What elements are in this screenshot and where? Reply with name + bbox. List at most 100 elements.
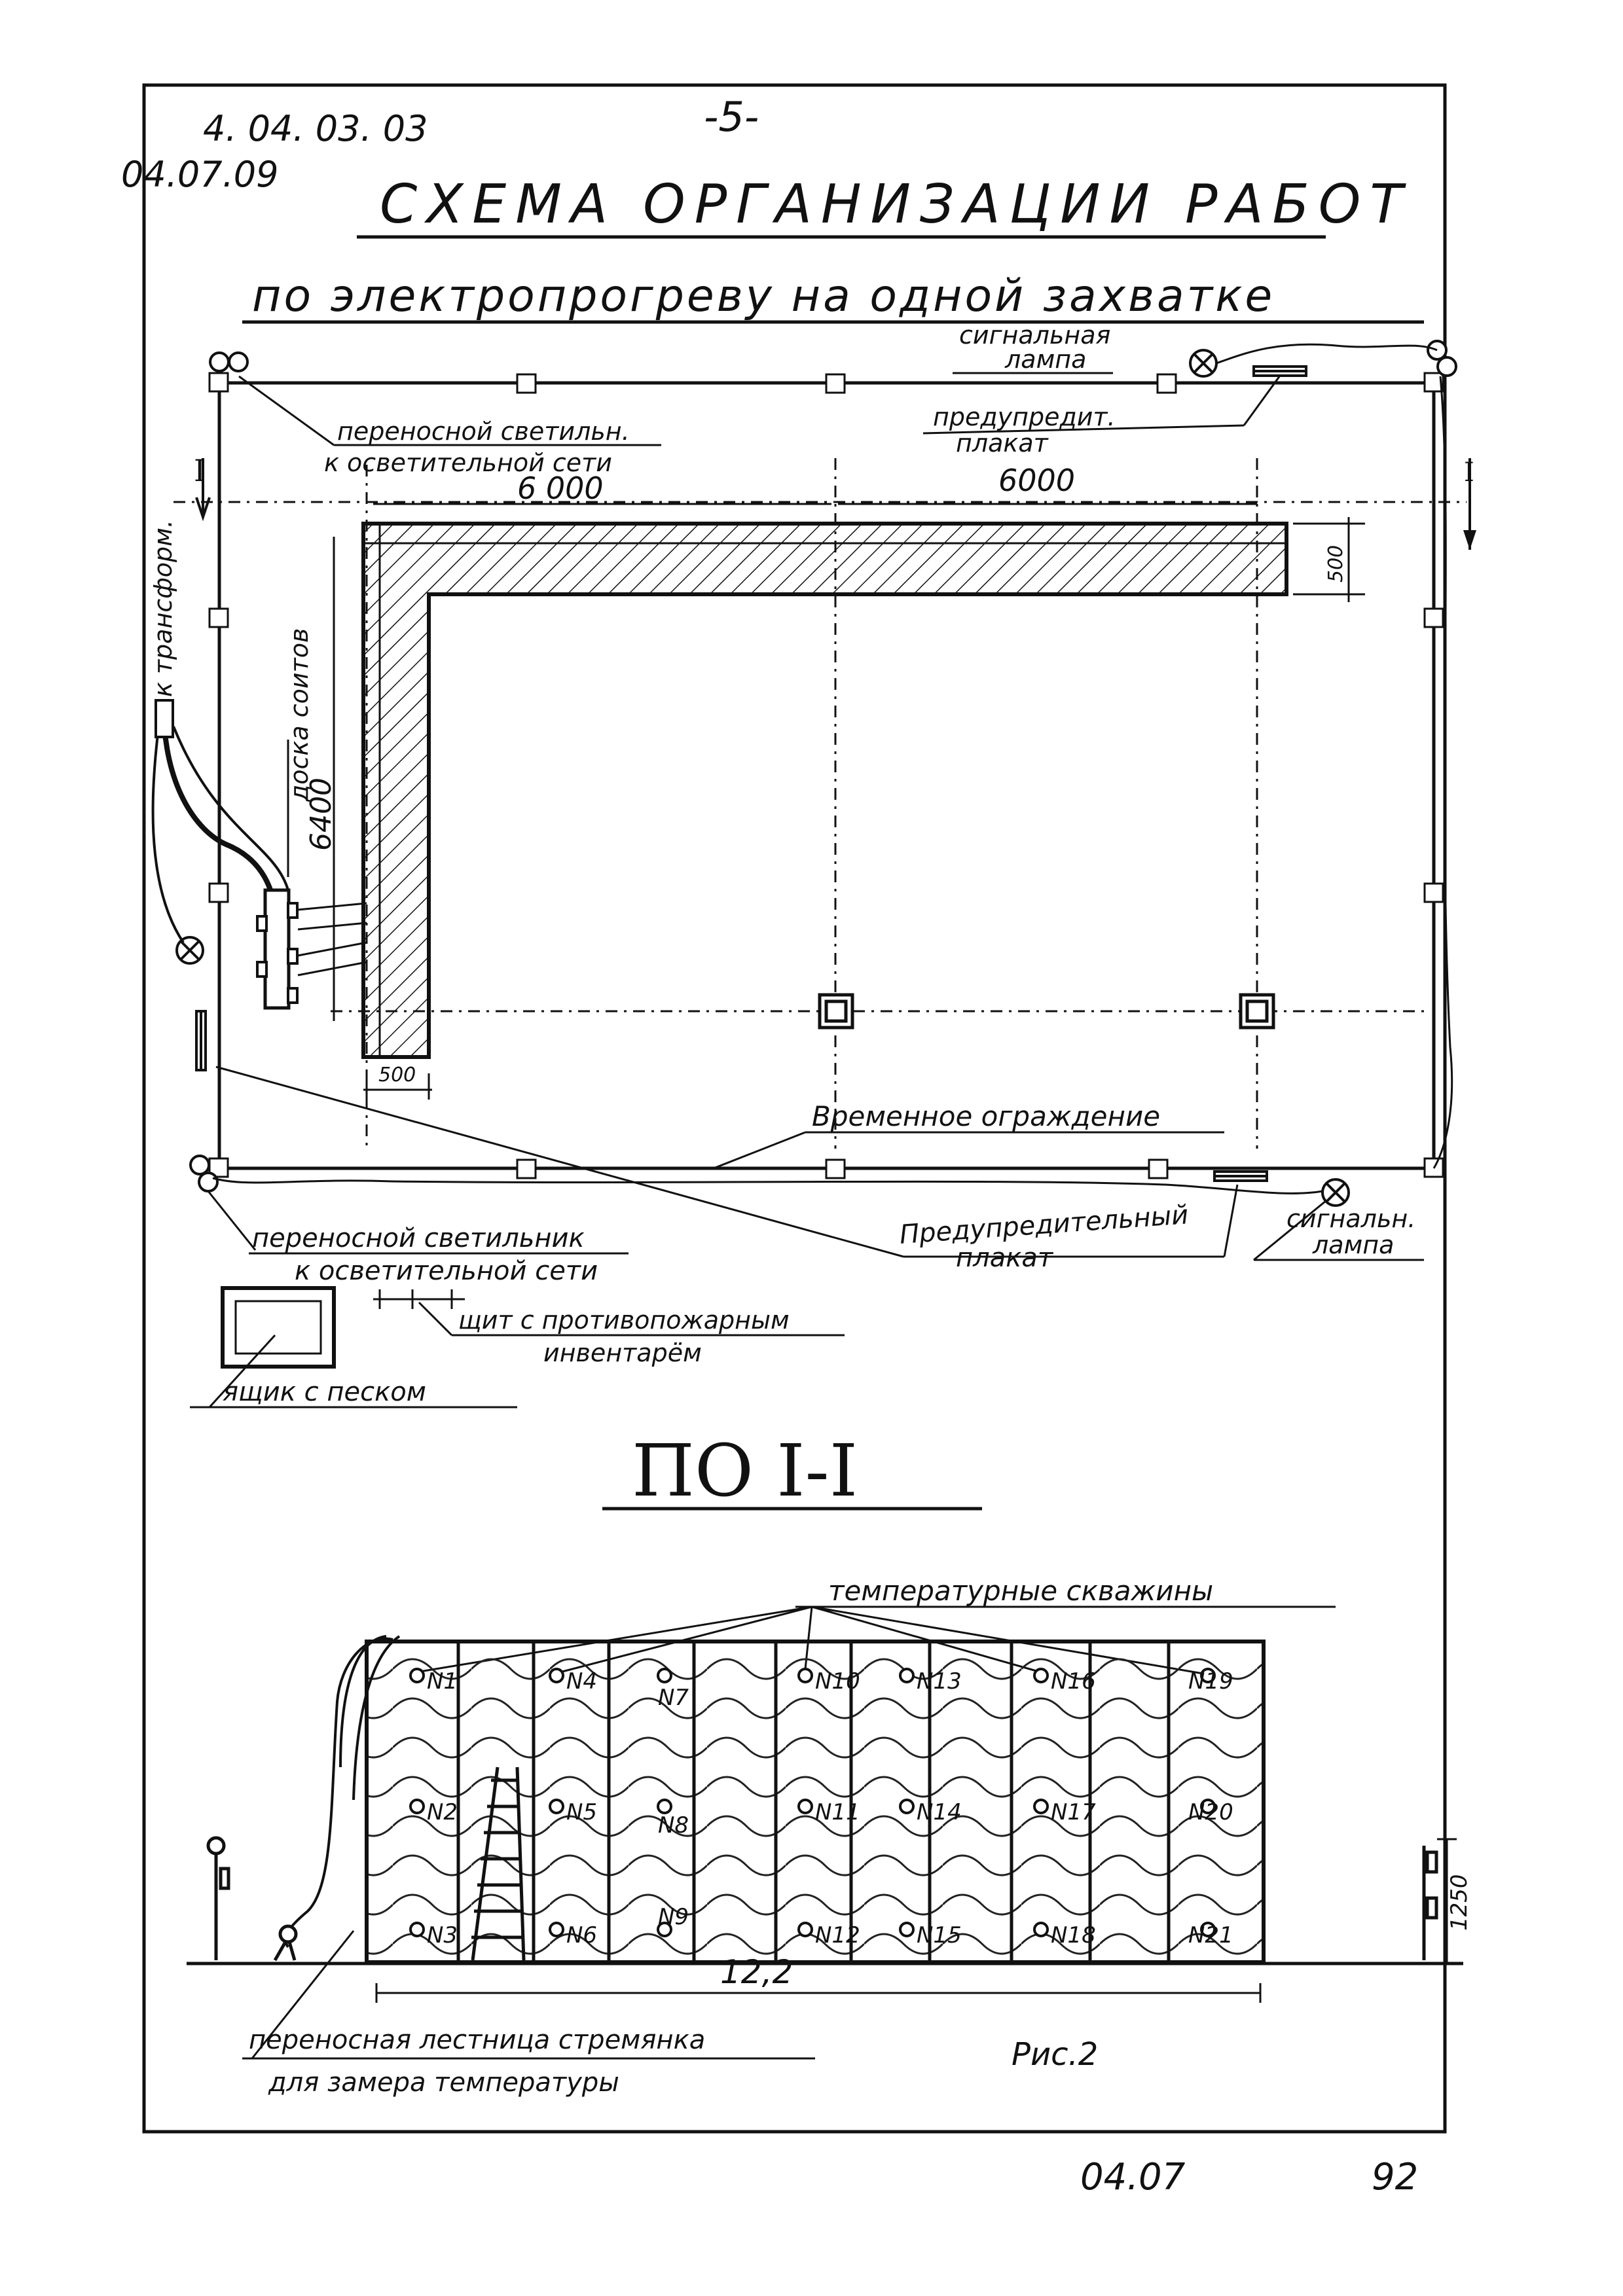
transformer-cable-2 — [151, 713, 289, 944]
footer-page-number: 92 — [1372, 2156, 1418, 2198]
well-label: N19 — [1188, 1668, 1233, 1695]
well-label: N17 — [1051, 1799, 1096, 1825]
well-label: N9 — [658, 1904, 689, 1930]
label-warning-sign-bottom-2: плакат — [956, 1243, 1054, 1273]
label-fire-shield-1: щит с противопожарным — [458, 1306, 790, 1335]
section-cables — [284, 1635, 401, 1948]
well-label: N14 — [917, 1799, 962, 1825]
leader-warning-sign-top — [922, 424, 1245, 435]
well-label: N21 — [1188, 1922, 1233, 1948]
label-portable-lamp-bottom-1: переносной светильник — [252, 1223, 585, 1253]
well-label: N5 — [566, 1799, 597, 1825]
leader-warning-sign-bottom-3 — [1223, 1184, 1239, 1257]
wall-section-inner — [363, 524, 1286, 1057]
leader-portable-lamp-top-2 — [238, 375, 335, 446]
well-labels: N1 N2 N3 N4 N5 N6 N7 N8 N9 N10 N11 N12 N… — [427, 1668, 1233, 1948]
label-sand-box: ящик с песком — [223, 1377, 426, 1407]
footer-code: 04.07 — [1080, 2156, 1186, 2198]
temperature-wells — [409, 1668, 1216, 1937]
dimension-label-wall-top: 500 — [1324, 545, 1347, 583]
distribution-board-terminals — [256, 902, 299, 1004]
label-signal-lamp-bottom-2: лампа — [1312, 1230, 1394, 1259]
label-ladder-1: переносная лестница стремянка — [249, 2025, 705, 2055]
label-transformer: к трансформ. — [149, 520, 177, 697]
warning-sign-icon — [195, 365, 1307, 1182]
site-plan: 6 000 6000 6400 500 500 I I к трансформ.… — [149, 321, 1476, 1408]
panel-joints — [456, 1641, 1171, 1962]
label-signal-lamp-bottom-1: сигнальн. — [1286, 1204, 1415, 1233]
well-label: N4 — [566, 1668, 597, 1695]
leader-warning-sign-bottom — [215, 1066, 904, 1258]
dimension-lines — [333, 503, 1365, 1100]
distribution-board — [263, 888, 291, 1010]
leader-fire-shield — [418, 1301, 453, 1336]
section-view: ПО I-I температурные скважины — [187, 1429, 1472, 2098]
label-signal-lamp-top-2: лампа — [1004, 345, 1086, 374]
label-portable-lamp-bottom-2: к осветительной сети — [295, 1256, 598, 1286]
page-subtitle: по электропрогреву на одной захватке — [252, 270, 1275, 322]
figure-label: Рис.2 — [1012, 2036, 1098, 2073]
dimension-label-top-right: 6000 — [998, 463, 1075, 498]
dimension-label-height: 1250 — [1446, 1874, 1472, 1931]
leader-signal-lamp-bottom-2 — [1253, 1200, 1326, 1261]
power-cable — [212, 343, 1453, 1194]
well-label: N20 — [1188, 1799, 1233, 1825]
dimension-label-wall-bottom: 500 — [378, 1064, 416, 1086]
well-label: N6 — [566, 1922, 597, 1948]
well-label: N7 — [658, 1685, 689, 1711]
lamp-post-icon — [206, 1836, 1438, 1962]
well-label: N8 — [658, 1812, 689, 1839]
label-signal-lamp-top-1: сигнальная — [959, 321, 1110, 350]
dimension-label-length: 12,2 — [720, 1953, 793, 1991]
heating-leads — [297, 902, 367, 977]
well-label: N12 — [815, 1922, 860, 1948]
well-label: N11 — [815, 1799, 860, 1825]
document-code: 4. 04. 03. 03 — [203, 108, 428, 149]
leader-ladder — [251, 1930, 355, 2059]
document-code-secondary: 04.07.09 — [121, 154, 278, 195]
dimension-label-top-left: 6 000 — [517, 471, 604, 506]
label-board: доска соитов — [285, 628, 314, 802]
well-label: N3 — [427, 1922, 458, 1948]
fire-shield-icon — [373, 1289, 465, 1309]
section-marker-left: I — [194, 453, 211, 522]
well-label: N18 — [1051, 1922, 1096, 1948]
leader-portable-lamp-bottom — [207, 1191, 257, 1251]
label-portable-lamp-top-1: переносной светильн. — [337, 417, 630, 446]
page-title: СХЕМА ОРГАНИЗАЦИИ РАБОТ — [380, 173, 1412, 236]
section-dimensions — [375, 1838, 1457, 2003]
transformer-terminal — [155, 699, 174, 738]
wall-section-plan — [361, 522, 1288, 1059]
well-label: N10 — [815, 1668, 860, 1695]
label-portable-lamp-top-2: к осветительной сети — [324, 448, 612, 477]
label-fence: Временное ограждение — [812, 1100, 1160, 1132]
label-ladder-2: для замера температуры — [268, 2068, 619, 2098]
leader-warning-sign-top-2 — [1243, 375, 1281, 426]
label-fire-shield-2: инвентарём — [543, 1338, 702, 1367]
section-marker-left-label: I — [194, 453, 206, 488]
lamp-icon — [189, 340, 1457, 1193]
well-label: N15 — [917, 1922, 962, 1948]
dimension-label-side: 6400 — [304, 778, 338, 851]
leader-sand-box — [208, 1334, 276, 1408]
column-icon — [818, 993, 1275, 1030]
page-marker: -5- — [704, 93, 759, 141]
section-marker-right: I — [1463, 457, 1476, 550]
wall-elevation — [365, 1640, 1266, 1964]
well-label: N1 — [427, 1668, 458, 1695]
section-marker-right-label: I — [1464, 457, 1474, 488]
leader-fence-2 — [713, 1131, 806, 1170]
section-title: ПО I-I — [632, 1429, 858, 1513]
transformer-cable — [161, 706, 278, 910]
signal-lamp-icon — [175, 349, 1350, 1207]
well-label: N16 — [1051, 1668, 1096, 1695]
well-label: N13 — [917, 1668, 962, 1695]
ladder-icon — [471, 1767, 526, 1961]
label-warning-sign-top-2: плакат — [956, 429, 1049, 457]
label-wells: температурные скважины — [828, 1575, 1213, 1607]
sheet-frame — [142, 83, 1447, 2134]
well-label: N2 — [427, 1799, 458, 1825]
sand-box-inner — [234, 1300, 322, 1355]
label-warning-sign-top-1: предупредит. — [933, 403, 1116, 431]
